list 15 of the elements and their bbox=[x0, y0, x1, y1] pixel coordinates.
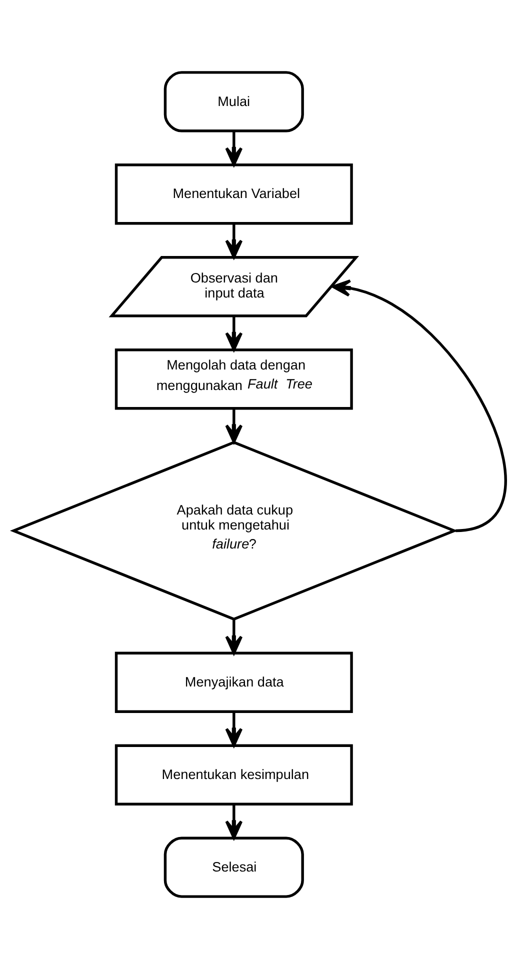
node-diamond: Apakah data cukup untuk mengetahui failure? bbox=[10, 440, 458, 620]
arrow bbox=[332, 278, 507, 532]
arrow bbox=[225, 804, 243, 839]
node-box: Mengolah data dengan menggunakan Fault Tree bbox=[114, 348, 353, 410]
arrow bbox=[225, 711, 243, 746]
arrow bbox=[225, 408, 243, 443]
arrow bbox=[225, 618, 243, 654]
arrow bbox=[225, 130, 243, 166]
node-box: Mulai bbox=[164, 70, 304, 132]
arrow bbox=[225, 315, 243, 350]
node-box: Menentukan Variabel bbox=[114, 163, 353, 224]
node-box: Menentukan kesimpulan bbox=[114, 744, 353, 805]
node-box: Menyajikan data bbox=[114, 651, 353, 712]
node-box: Selesai bbox=[164, 836, 304, 898]
arrow bbox=[225, 222, 243, 258]
